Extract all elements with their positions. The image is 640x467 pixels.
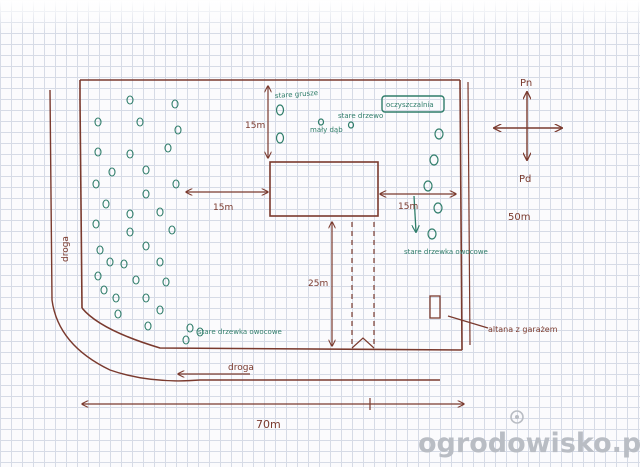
watermark-text: ogrodowisko.pl [418,428,640,459]
small-tree-label: mały dąb [310,126,343,134]
compass [494,92,562,160]
old-pears-label: stare grusze [275,89,319,100]
right-trees [275,104,444,240]
south-label: Pd [519,174,531,185]
dim-25m-label: 25m [308,279,328,289]
dim-15m-top-label: 15m [245,121,265,131]
dim-line-50m [467,81,471,346]
driveway-gate [351,337,375,349]
sewage-box [381,95,445,113]
fruit-trees-arrow [414,195,416,232]
north-label: Pn [520,78,532,89]
dim-15m-left-label: 15m [213,203,233,213]
shed-pointer-line [447,315,489,329]
house-rectangle [269,161,379,217]
shed-rectangle [429,295,441,319]
dim-15m-right-label: 15m [398,202,418,212]
orchard-trees [92,95,204,345]
driveway [351,222,375,348]
road-outline [49,89,440,382]
plot-boundary [79,79,463,351]
road-bottom-label: droga [228,363,254,373]
road-left-label: droga [61,236,71,262]
dim-70m-label: 70m [256,418,281,431]
old-tree-label: stare drzewo [338,112,383,120]
fruit-trees-right-label: stare drzewka owocowe [404,248,488,256]
watermark-leaf-icon [510,410,524,424]
dim-50m-label: 50m [508,212,530,223]
sewage-label: oczyszczalnia [386,101,434,109]
fruit-trees-bottom-label: stare drzewka owocowe [198,328,282,336]
shed-label: altana z garażem [488,325,558,334]
